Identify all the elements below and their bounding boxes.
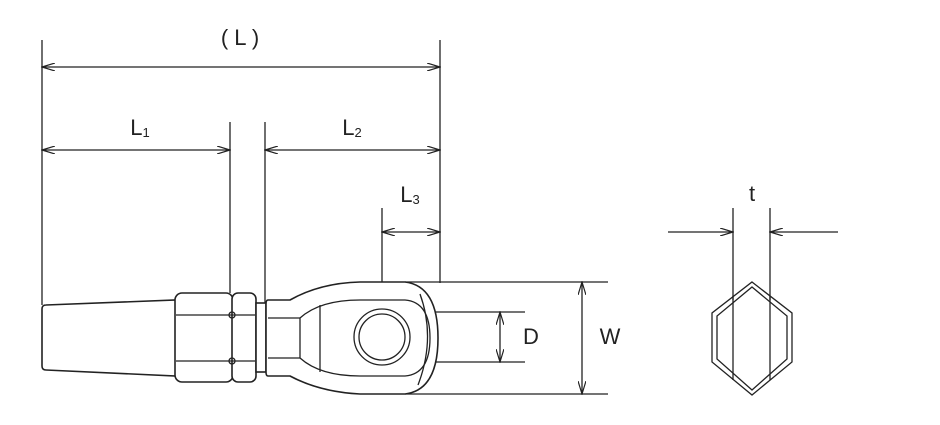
label-thickness: t bbox=[748, 181, 756, 206]
label-l2: L2 bbox=[342, 115, 361, 141]
label-l1-main: L bbox=[130, 115, 143, 140]
label-l3: L3 bbox=[400, 182, 419, 208]
terminal-end-view bbox=[668, 208, 838, 396]
terminal-side-view bbox=[41, 281, 439, 395]
eye-hole bbox=[353, 308, 411, 366]
label-width: W bbox=[599, 324, 621, 349]
label-l2-main: L bbox=[342, 115, 355, 140]
label-l1-sub: 1 bbox=[142, 125, 150, 140]
label-overall-length: ( L ) bbox=[220, 25, 260, 50]
label-diameter: D bbox=[523, 324, 539, 349]
label-l2-sub: 2 bbox=[354, 125, 362, 140]
eye-body bbox=[265, 281, 439, 395]
tapered-sleeve bbox=[41, 299, 177, 377]
hex-nut bbox=[174, 292, 234, 383]
label-l1: L1 bbox=[130, 115, 149, 141]
collar bbox=[255, 302, 267, 373]
hex-nut-2 bbox=[231, 292, 257, 383]
label-l3-sub: 3 bbox=[412, 192, 420, 207]
label-l3-main: L bbox=[400, 182, 413, 207]
